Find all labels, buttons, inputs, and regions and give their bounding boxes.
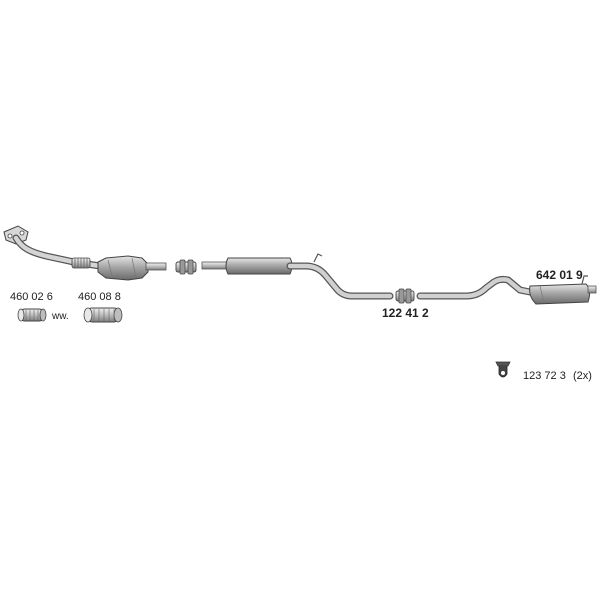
middle-silencer — [225, 257, 293, 275]
tail-pipe — [587, 285, 597, 294]
flex-section — [71, 257, 91, 269]
part-number-460-08-8: 460 08 8 — [78, 291, 121, 303]
part-number-460-02-6: 460 02 6 — [10, 291, 53, 303]
rubber-mount-icon — [495, 361, 511, 378]
catalytic-converter — [97, 255, 149, 281]
rear-silencer — [529, 283, 591, 305]
rear-silencer-assembly — [416, 275, 597, 305]
alternative-label: ww. — [52, 311, 69, 322]
middle-silencer-assembly — [201, 253, 394, 300]
connector-clamp — [395, 288, 415, 304]
middle-inlet-pipe — [201, 261, 229, 270]
clamp-front — [175, 259, 197, 275]
part-number-642-01-9: 642 01 9 — [536, 268, 583, 282]
part-number-122-41-2: 122 41 2 — [382, 306, 429, 320]
flex-pipe-part-b — [83, 307, 123, 323]
front-pipe-with-catalyst — [3, 225, 167, 281]
part-number-123-72-3: 123 72 3 — [523, 370, 566, 382]
front-outlet-pipe — [145, 262, 167, 271]
part-quantity-2x: (2x) — [573, 370, 592, 382]
flex-pipe-part-a — [17, 308, 47, 322]
